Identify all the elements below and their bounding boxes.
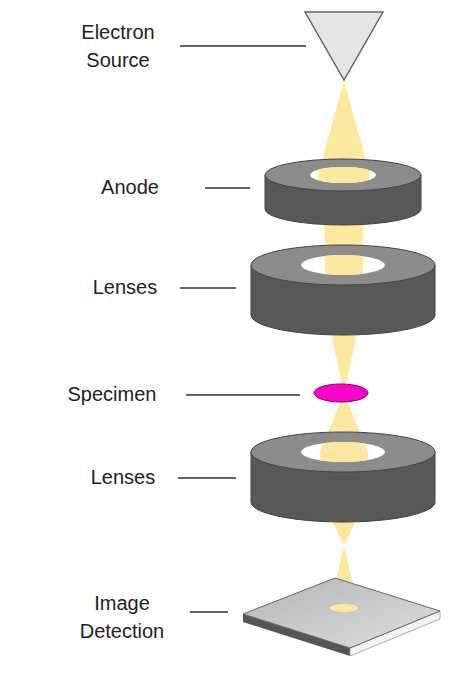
electron-source: [305, 12, 383, 80]
part-label: Anode: [101, 173, 159, 201]
part-label: Electron Source: [63, 18, 173, 74]
objective-lens: [251, 80, 435, 608]
part-label: Specimen: [68, 380, 157, 408]
part-label: Image Detection: [67, 589, 177, 645]
part-label: Lenses: [93, 273, 158, 301]
leader-lines: [178, 46, 306, 612]
specimen-disc: [314, 384, 368, 402]
detector-plate: [243, 578, 440, 656]
part-label: Lenses: [91, 463, 156, 491]
condenser-lens: [251, 80, 435, 608]
anode-ring: [265, 80, 421, 608]
